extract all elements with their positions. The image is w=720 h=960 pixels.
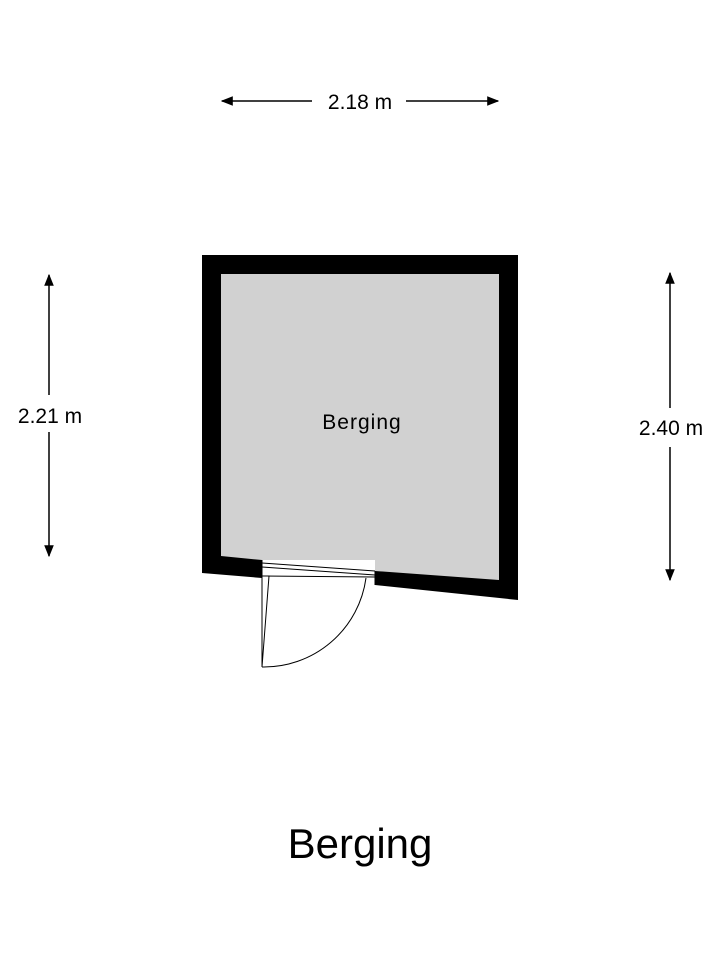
door-threshold [261, 560, 376, 585]
dimension-top-label: 2.18 m [328, 91, 392, 114]
dimension-left: 2.21 m [18, 273, 82, 558]
dimension-top: 2.18 m [220, 91, 500, 114]
room-label: Berging [322, 411, 401, 434]
room-floor [221, 274, 499, 580]
dimension-left-label: 2.21 m [18, 405, 82, 428]
plan-title: Berging [288, 820, 433, 867]
door-leaf [261, 575, 270, 668]
door-swing [261, 575, 367, 668]
dimension-right: 2.40 m [639, 271, 703, 582]
dimension-right-label: 2.40 m [639, 417, 703, 440]
door-arc [261, 577, 367, 668]
